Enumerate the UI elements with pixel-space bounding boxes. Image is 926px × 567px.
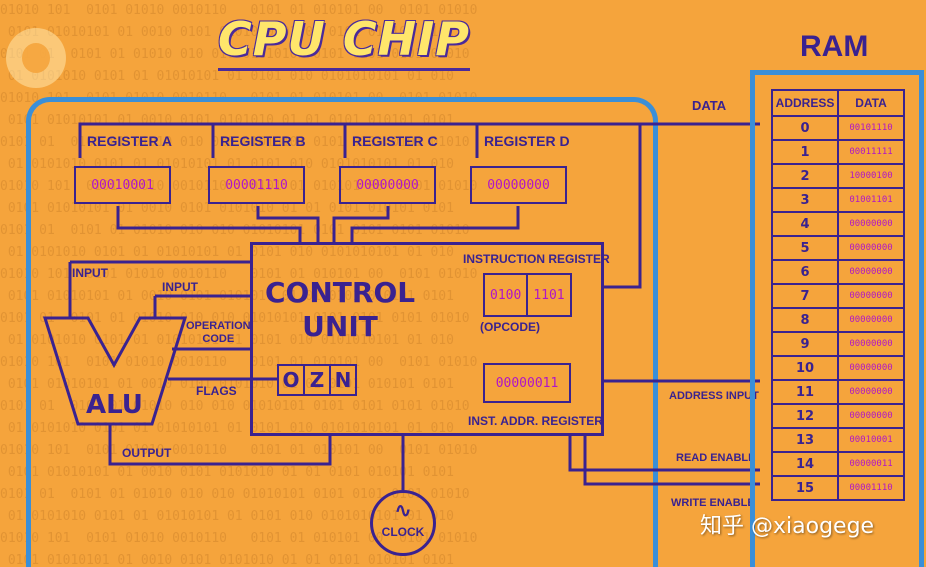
ram-data-cell: 00000000 [837, 211, 905, 237]
ram-address-cell: 13 [771, 427, 839, 453]
ram-title: RAM [800, 30, 869, 63]
ram-data-cell: 00011111 [837, 139, 905, 165]
address-input-label: ADDRESS INPUT [669, 390, 759, 402]
control-unit-box [250, 242, 604, 436]
alu-input-b-label: INPUT [162, 280, 198, 294]
clock-wave-icon: ∿ [394, 500, 412, 522]
flags-label: FLAGS [196, 384, 237, 398]
data-bus-label: DATA [692, 98, 727, 113]
ram-address-cell: 1 [771, 139, 839, 165]
ram-address-cell: 10 [771, 355, 839, 381]
read-enable-label: READ ENABLE [676, 452, 756, 464]
control-unit-title: CONTROL UNIT [265, 276, 415, 344]
ram-address-cell: 15 [771, 475, 839, 501]
ram-address-cell: 5 [771, 235, 839, 261]
clock: ∿ CLOCK [370, 490, 436, 556]
ram-header-address: ADDRESS [771, 89, 839, 117]
operation-code-label: OPERATION CODE [186, 320, 251, 346]
register-c-label: REGISTER C [352, 133, 438, 149]
flags-register: O Z N [277, 364, 357, 396]
ram-address-cell: 14 [771, 451, 839, 477]
ram-address-cell: 2 [771, 163, 839, 189]
instruction-address: 1101 [526, 273, 572, 317]
register-a-label: REGISTER A [87, 133, 173, 149]
operation-code-line2: CODE [202, 333, 235, 345]
alu-input-a-label: INPUT [72, 266, 108, 280]
ram-address-cell: 4 [771, 211, 839, 237]
ram-data-cell: 00101110 [837, 115, 905, 141]
ram-address-cell: 8 [771, 307, 839, 333]
register-d-label: REGISTER D [484, 133, 570, 149]
ram-data-cell: 00000000 [837, 331, 905, 357]
ram-address-cell: 6 [771, 259, 839, 285]
ram-data-cell: 00000000 [837, 307, 905, 333]
flag-zero: Z [303, 364, 331, 396]
alu-shape [42, 316, 188, 426]
inst-addr-register-value: 00000011 [483, 363, 571, 403]
ram-address-cell: 11 [771, 379, 839, 405]
ram-data-cell: 01001101 [837, 187, 905, 213]
diagram-title: CPU CHIP [218, 10, 470, 71]
ram-address-cell: 9 [771, 331, 839, 357]
ram-data-cell: 00000000 [837, 379, 905, 405]
register-a-value: 00010001 [74, 166, 171, 204]
ram-data-cell: 00000000 [837, 403, 905, 429]
ram-address-cell: 7 [771, 283, 839, 309]
clock-label: CLOCK [381, 525, 425, 539]
write-enable-label: WRITE ENABLE [671, 497, 755, 509]
alu-label: ALU [86, 390, 143, 420]
ram-header-data: DATA [837, 89, 905, 117]
ram-data-cell: 00000000 [837, 259, 905, 285]
operation-code-line1: OPERATION [186, 320, 251, 332]
cpu-chip-border [26, 97, 658, 567]
ram-address-cell: 3 [771, 187, 839, 213]
ram-data-cell: 10000100 [837, 163, 905, 189]
opcode-label: (OPCODE) [480, 320, 540, 334]
register-b-value: 00001110 [208, 166, 305, 204]
register-c-value: 00000000 [339, 166, 436, 204]
flag-overflow: O [277, 364, 305, 396]
ram-data-cell: 00000000 [837, 283, 905, 309]
instruction-register-label: INSTRUCTION REGISTER [463, 252, 610, 266]
instruction-register: 0100 1101 [483, 273, 572, 317]
ram-address-cell: 0 [771, 115, 839, 141]
ram-data-cell: 00000000 [837, 355, 905, 381]
instruction-opcode: 0100 [483, 273, 529, 317]
control-unit-title-line2: UNIT [302, 310, 378, 343]
register-b-label: REGISTER B [220, 133, 306, 149]
alu-output-label: OUTPUT [122, 446, 172, 460]
control-unit-title-line1: CONTROL [265, 276, 416, 309]
ram-address-cell: 12 [771, 403, 839, 429]
watermark: 知乎 @xiaogege [700, 514, 875, 539]
flag-negative: N [329, 364, 357, 396]
ram-data-cell: 00000000 [837, 235, 905, 261]
ram-data-cell: 00001110 [837, 475, 905, 501]
register-d-value: 00000000 [470, 166, 567, 204]
ram-data-cell: 00010001 [837, 427, 905, 453]
pbs-logo [6, 28, 66, 88]
ram-data-cell: 00000011 [837, 451, 905, 477]
inst-addr-register-label: INST. ADDR. REGISTER [468, 414, 603, 428]
